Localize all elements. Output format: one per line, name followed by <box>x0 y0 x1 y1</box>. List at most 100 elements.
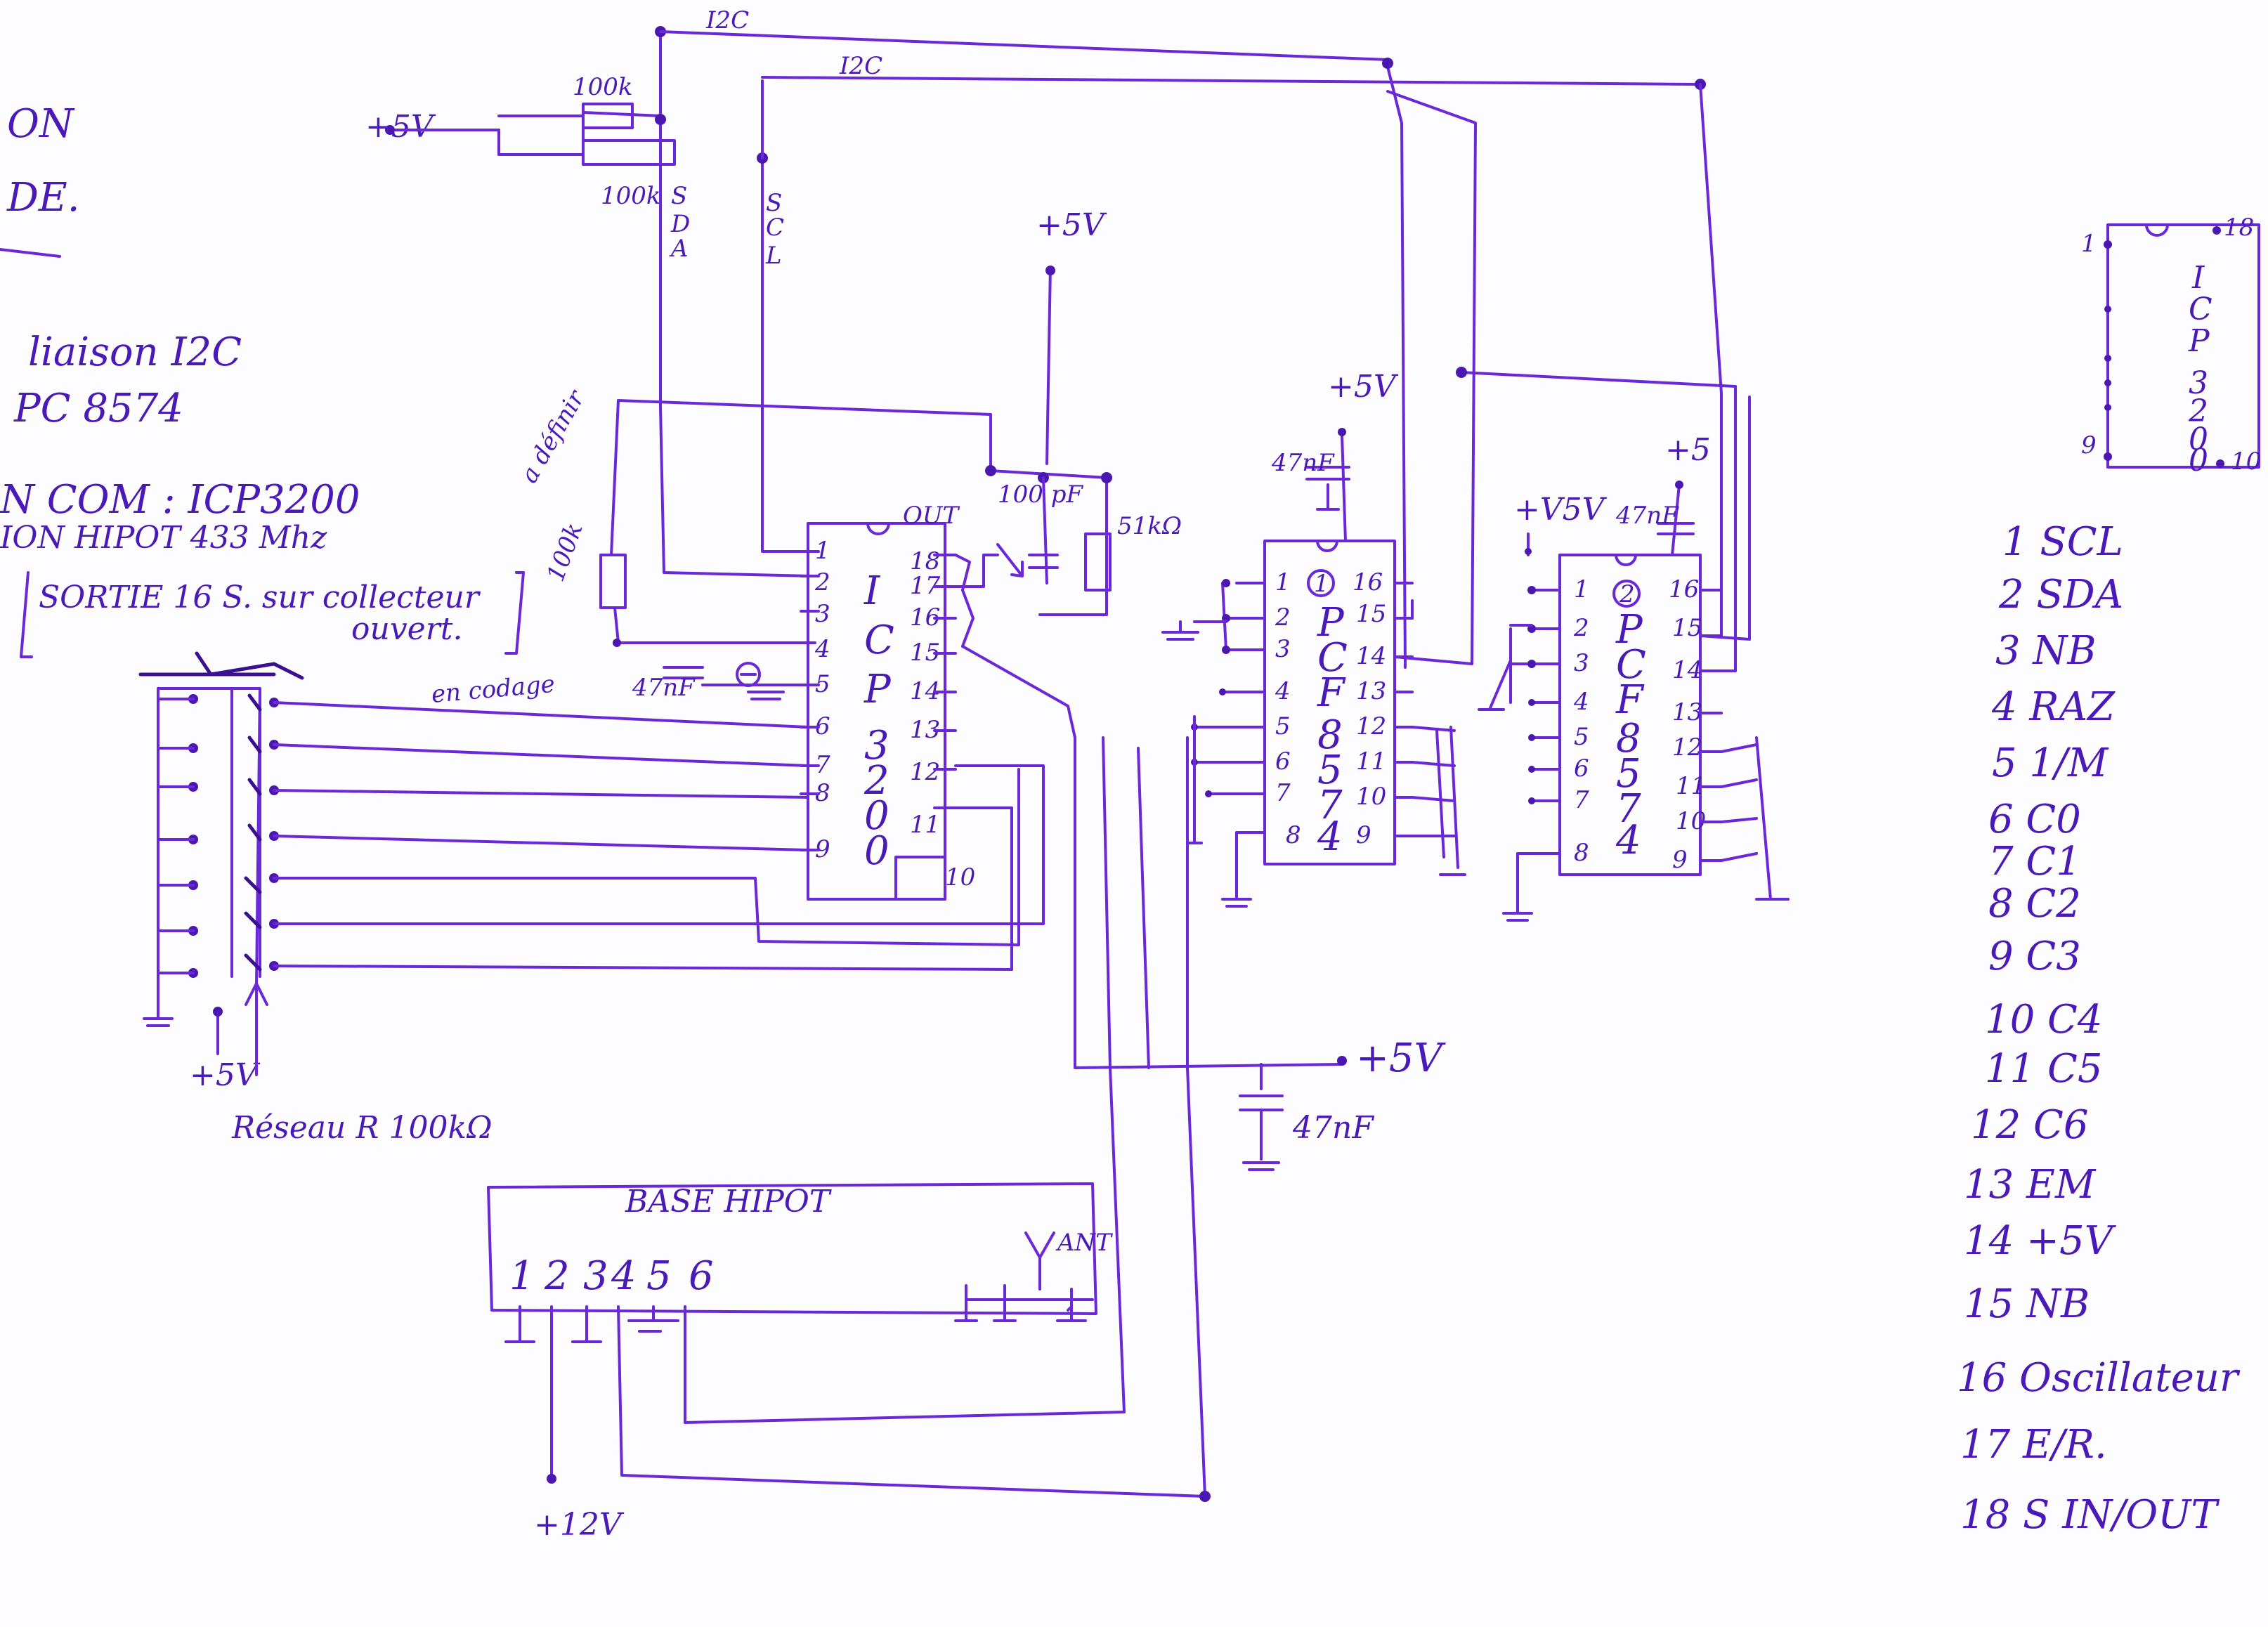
wire-5v-osc <box>1045 266 1052 465</box>
junction-dot <box>1337 1056 1347 1066</box>
pcf2-letter: 5 <box>1616 751 1641 797</box>
switch-contact-links <box>157 698 195 974</box>
junction-dot <box>213 1007 223 1017</box>
pcf1-pin-left: 8 <box>1286 821 1301 849</box>
icp-letter: 3 <box>864 723 889 769</box>
pinout-dot <box>2104 355 2111 362</box>
pcf2-letter: 4 <box>1615 818 1641 863</box>
note-underline <box>0 248 61 258</box>
hipot-right-legs <box>965 1284 1073 1322</box>
pcf2-pin-left: 1 <box>1574 575 1589 603</box>
pcf2-supply-left-label: +V5V <box>1514 492 1608 528</box>
pcf1-pin-right: 12 <box>1356 712 1386 740</box>
pcf2-pin-right: 13 <box>1672 698 1702 726</box>
pcf1-pin-left: 1 <box>1275 568 1291 596</box>
pinout-dot <box>2104 452 2112 461</box>
junction-dot <box>1045 266 1055 275</box>
r2-label: 100k <box>601 182 661 210</box>
resistor-51k <box>1084 532 1112 592</box>
wire-pcf2-gnd <box>1488 624 1533 711</box>
junction-dot <box>1199 1491 1211 1502</box>
wire-to-hipot-b <box>1186 736 1206 1498</box>
dip-switch: +5V Réseau R 100kΩ <box>138 651 1045 1146</box>
pcf2-pin-right: 14 <box>1672 656 1702 684</box>
legend-item: 6 C0 <box>1988 797 2081 842</box>
icp-pin-right: 18 <box>910 547 940 575</box>
note-sortie: SORTIE 16 S. sur collecteur <box>39 580 481 615</box>
resistor-100k-bottom <box>582 139 676 166</box>
pcf1-cap-label: 47nF <box>1271 449 1335 477</box>
legend-item: 11 C5 <box>1985 1046 2103 1092</box>
legend-item: 9 C3 <box>1988 934 2081 979</box>
wire-i2c-top <box>659 30 1389 68</box>
icp-letter: 2 <box>863 758 889 804</box>
pcf2-badge <box>1612 580 1641 608</box>
junction-dot <box>1101 472 1112 483</box>
pcf1-pin-left: 2 <box>1275 603 1291 632</box>
pcf2-pin-left: 7 <box>1574 786 1589 814</box>
note-de: DE. <box>6 175 80 221</box>
pinout-notch <box>2145 223 2169 237</box>
icp-pin-right: 12 <box>910 758 940 786</box>
wire-c4 <box>273 768 1020 946</box>
switch-frame <box>157 687 261 978</box>
pcf2-pin-right: 15 <box>1672 614 1702 642</box>
legend-item: 14 +5V <box>1964 1218 2117 1264</box>
pcf1-body <box>1263 540 1396 865</box>
sda-letter-1: S <box>671 182 687 210</box>
encodage-label: en codage <box>430 670 556 709</box>
icp-pin-left: 2 <box>814 568 830 596</box>
junction-dot <box>547 1474 556 1484</box>
pcf2-pin-left: 6 <box>1574 754 1589 783</box>
wire-hipot-pin6 <box>684 1305 1126 1424</box>
minus-symbol-icon <box>736 662 761 687</box>
output-dot <box>1205 790 1212 797</box>
legend-item: 17 E/R. <box>1960 1422 2107 1468</box>
note-bracket-right <box>504 571 525 655</box>
pcf1-pin-left: 5 <box>1275 712 1291 740</box>
pcf2-badge-num: 2 <box>1619 580 1635 608</box>
pcf2-letter: F <box>1615 677 1645 723</box>
wire-c3 <box>273 835 809 851</box>
gnd-icon <box>1242 1161 1280 1171</box>
icp-left-stubs <box>800 550 820 851</box>
icp-pin-left: 3 <box>815 600 830 628</box>
pinout-letter: C <box>2189 292 2212 327</box>
pcf2-body <box>1558 554 1702 876</box>
hipot-12v-label: +12V <box>534 1507 625 1543</box>
pcf2-pin-right: 16 <box>1669 575 1699 603</box>
arrow-up-icon <box>245 982 268 1076</box>
scl-letter-3: L <box>765 242 782 270</box>
pcf1-letter: C <box>1317 635 1348 681</box>
wire-pin17-loop <box>954 554 975 648</box>
wire-adef-to-pin4 <box>613 606 816 644</box>
pcf1-outputs-left <box>1193 691 1252 795</box>
resistor-a-definir <box>599 554 627 609</box>
wire-crystal <box>1042 476 1048 584</box>
icp-pin-left: 6 <box>815 712 830 740</box>
note-pcf8574: PC 8574 <box>13 386 183 431</box>
note-bracket-left <box>20 571 33 658</box>
junction-dot <box>1222 646 1230 654</box>
wire-c5 <box>273 764 1045 925</box>
output-dot <box>1528 797 1535 804</box>
pinout-letter: P <box>2188 323 2210 359</box>
icp-out-label: OUT <box>903 502 960 530</box>
hipot-pin: 3 <box>583 1253 608 1299</box>
pcf2-pin-left: 2 <box>1573 614 1589 642</box>
reseau-label: Réseau R 100kΩ <box>231 1110 493 1146</box>
pcf8574-chip-1: 1 P C F 8 5 7 4 1 2 3 4 5 6 7 8 16 15 14… <box>1161 369 1473 908</box>
pcf2-pin-right: 12 <box>1672 733 1702 762</box>
pinout-dot <box>2104 404 2111 411</box>
power-supply: +5V 47nF <box>1074 736 1447 1498</box>
pcf1-pin-right: 9 <box>1356 821 1371 849</box>
wire-c6 <box>273 806 1013 971</box>
output-dot <box>1528 766 1535 773</box>
pcf1-pin-right: 15 <box>1356 600 1386 628</box>
pcf2-cap-plates <box>1657 522 1695 535</box>
cap-47nf <box>663 666 704 679</box>
pin-legend: 1 SCL 2 SDA 3 NB 4 RAZ 5 1/M 6 C0 7 C1 8… <box>1957 519 2241 1538</box>
icp-pin-left: 1 <box>815 537 830 565</box>
icp-notch <box>866 522 890 535</box>
